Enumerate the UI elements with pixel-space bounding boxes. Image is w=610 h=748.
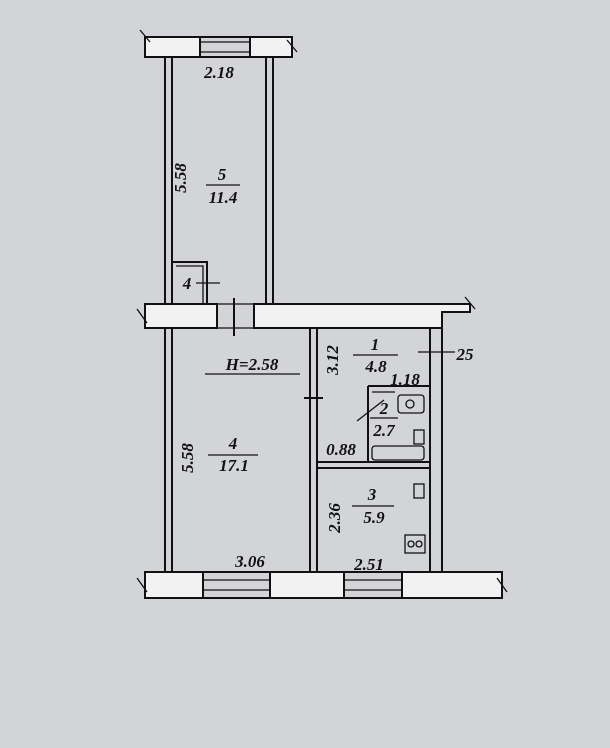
bottom-wall-mid-pier [269,571,345,599]
room-1-area: 4.8 [364,357,387,376]
bathtub-icon [371,445,425,461]
niche-outline [172,261,208,303]
room-5-area: 11.4 [209,188,238,207]
room-2-area: 2.7 [372,421,396,440]
room-3-number: 3 [367,485,377,504]
fixture-icon [413,483,425,499]
room-5-number: 5 [218,165,227,184]
door-swing [356,399,385,422]
dim-hall-length: 3.12 [323,345,342,376]
room-2-number: 2 [379,399,389,418]
room-5-walls [164,57,274,303]
balcony-door [217,298,254,336]
bottom-wall-right-pier [401,571,503,599]
room-3-area: 5.9 [363,508,385,527]
dim-room4-length: 5.58 [178,443,197,473]
right-wall [418,312,455,572]
room-marker: 4 [182,274,192,293]
dim-balcony-length: 5.58 [171,163,190,193]
top-wall-right-pier [249,36,293,58]
top-window [200,36,250,58]
bottom-wall-left-pier [144,571,204,599]
room-4-walls [164,328,323,572]
dim-wc-width: 0.88 [326,440,356,459]
top-wall-left-pier [144,36,201,58]
middle-wall-right [253,303,471,329]
dim-balcony-width: 2.18 [203,63,234,82]
dim-room4-width: 3.06 [234,552,265,571]
bottom-wall [136,571,508,599]
room-4-area: 17.1 [219,456,249,475]
bottom-window-left [203,571,270,599]
break-mark [139,29,151,43]
ceiling-height: H=2.58 [225,355,279,374]
top-wall [139,29,298,58]
break-mark [286,39,298,53]
bath-partitions [317,385,430,554]
room-1-number: 1 [371,335,380,354]
dim-room3-length: 2.36 [325,503,344,534]
middle-wall [136,296,476,336]
room-4-number: 4 [228,434,238,453]
bottom-window-right [344,571,402,599]
dim-wall-thickness: 25 [456,345,475,364]
fixture-icon [413,429,425,445]
dim-bath-width: 1.18 [390,370,420,389]
middle-wall-left [144,303,218,329]
stove-icon [404,534,426,554]
sink-icon [397,394,425,414]
dim-room3-width: 2.51 [353,555,384,574]
